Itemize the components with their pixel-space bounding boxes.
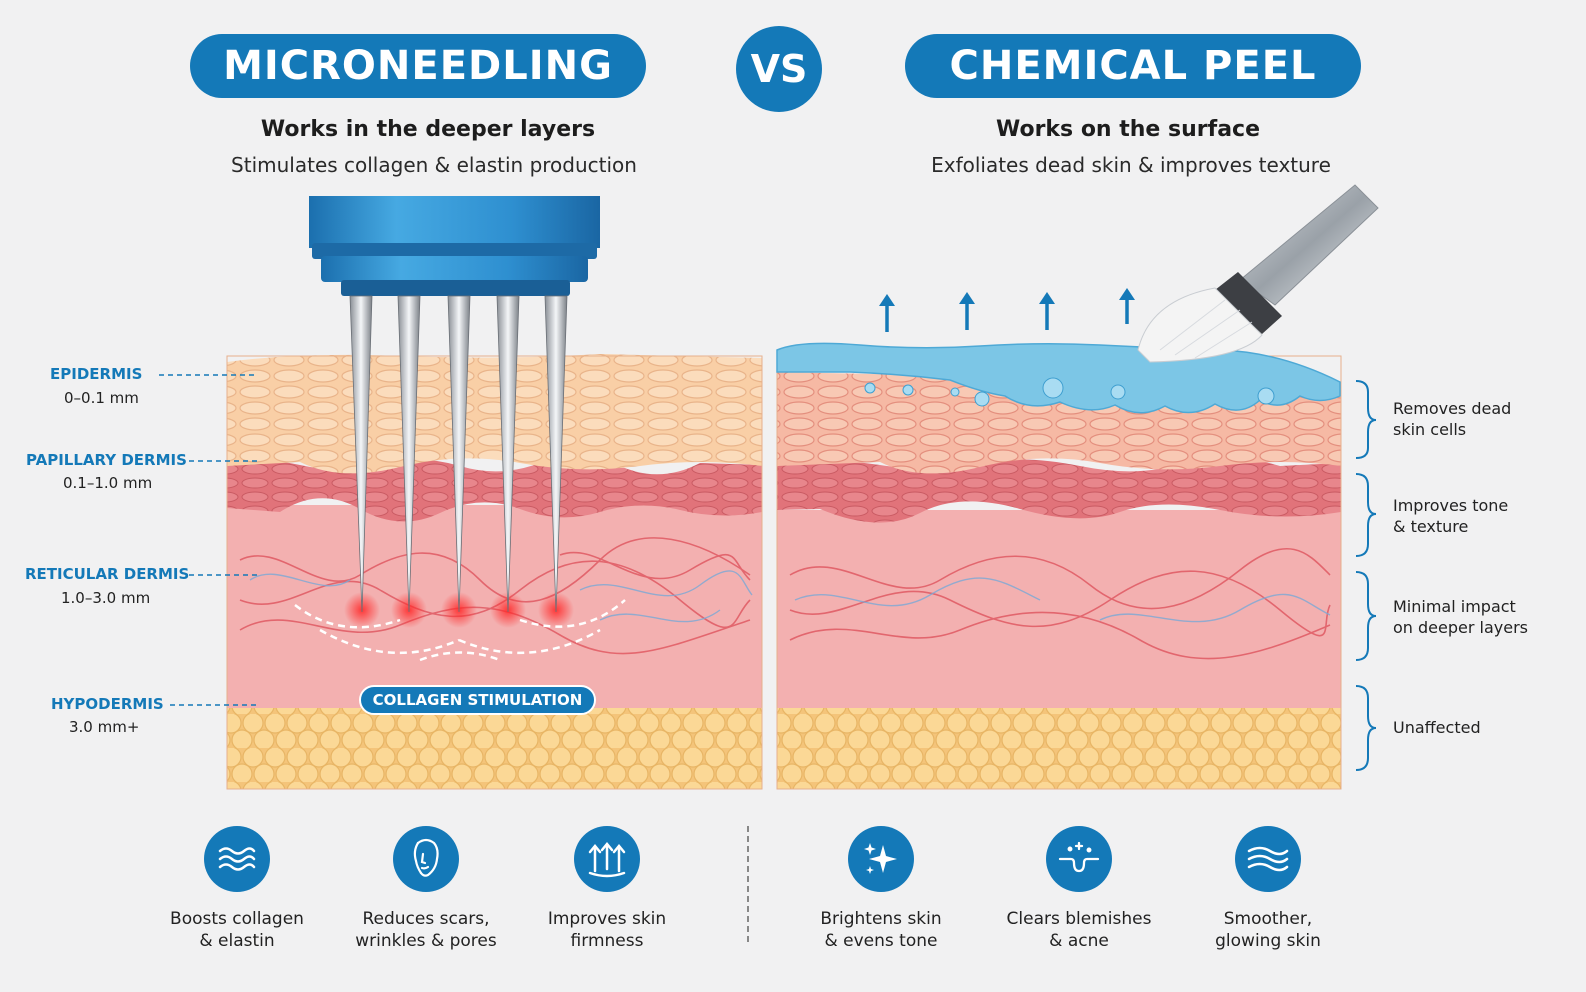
peel-effect-line: Removes dead [1393, 399, 1512, 418]
chemical-peel-title: CHEMICAL PEEL [905, 34, 1361, 98]
peel-effect-hypodermis: Unaffected [1393, 717, 1481, 738]
collagen-stimulation-badge: COLLAGEN STIMULATION [359, 685, 596, 715]
benefit-label: Brightens skin [820, 909, 942, 929]
microneedling-description: Stimulates collagen & elastin production [231, 153, 637, 177]
benefit-label: Smoother, [1223, 909, 1313, 929]
peel-effect-line: Minimal impact [1393, 597, 1516, 616]
benefit-smoother-skin: Smoother,glowing skin [1173, 826, 1363, 952]
benefit-label: firmness [570, 931, 644, 951]
benefit-label: Clears blemishes [1006, 909, 1152, 929]
pore-icon [1046, 826, 1112, 892]
lift-arrows-icon [574, 826, 640, 892]
benefit-brightens-skin: Brightens skin& evens tone [786, 826, 976, 952]
peel-effect-line: skin cells [1393, 420, 1467, 439]
peel-effect-papillary: Improves tone & texture [1393, 495, 1508, 537]
benefit-clears-blemishes: Clears blemishes& acne [984, 826, 1174, 952]
sparkle-icon [848, 826, 914, 892]
benefits-divider [747, 826, 749, 942]
face-icon [393, 826, 459, 892]
layer-depth-hypodermis: 3.0 mm+ [69, 718, 140, 736]
vs-badge: VS [736, 26, 822, 112]
waves-icon [204, 826, 270, 892]
microneedling-skin-block [226, 354, 763, 790]
chemical-peel-subtitle: Works on the surface [995, 117, 1260, 142]
microneedling-device [309, 196, 600, 613]
peel-brush [1137, 184, 1379, 363]
layer-label-epidermis: EPIDERMIS [50, 365, 143, 383]
microneedling-subtitle: Works in the deeper layers [260, 117, 596, 142]
benefit-label: & elastin [199, 931, 275, 951]
chemical-peel-skin-block [776, 184, 1379, 790]
peel-effect-line: Improves tone [1393, 496, 1509, 515]
microneedling-title: MICRONEEDLING [190, 34, 646, 98]
smooth-waves-icon [1235, 826, 1301, 892]
layer-depth-reticular: 1.0–3.0 mm [61, 589, 151, 607]
layer-label-reticular: RETICULAR DERMIS [25, 565, 190, 583]
benefit-label: wrinkles & pores [355, 931, 497, 951]
benefit-boosts-collagen: Boosts collagen& elastin [142, 826, 332, 952]
benefit-label: & acne [1049, 931, 1109, 951]
benefit-reduces-scars: Reduces scars,wrinkles & pores [331, 826, 521, 952]
chemical-peel-description: Exfoliates dead skin & improves texture [931, 153, 1331, 177]
layer-depth-papillary: 0.1–1.0 mm [63, 474, 153, 492]
benefit-label: Improves skin [547, 909, 667, 929]
benefit-label: & evens tone [824, 931, 938, 951]
benefit-label: Reduces scars, [362, 909, 490, 929]
peel-effect-line: Unaffected [1393, 718, 1481, 737]
layer-depth-epidermis: 0–0.1 mm [64, 389, 139, 407]
benefit-label: glowing skin [1215, 931, 1321, 951]
peel-effect-line: & texture [1393, 517, 1469, 536]
layer-label-hypodermis: HYPODERMIS [51, 695, 164, 713]
peel-effect-reticular: Minimal impact on deeper layers [1393, 596, 1528, 638]
layer-label-papillary: PAPILLARY DERMIS [26, 451, 187, 469]
benefit-label: Boosts collagen [170, 909, 304, 929]
peel-effect-line: on deeper layers [1393, 618, 1528, 637]
peel-effect-epidermis: Removes dead skin cells [1393, 398, 1511, 440]
